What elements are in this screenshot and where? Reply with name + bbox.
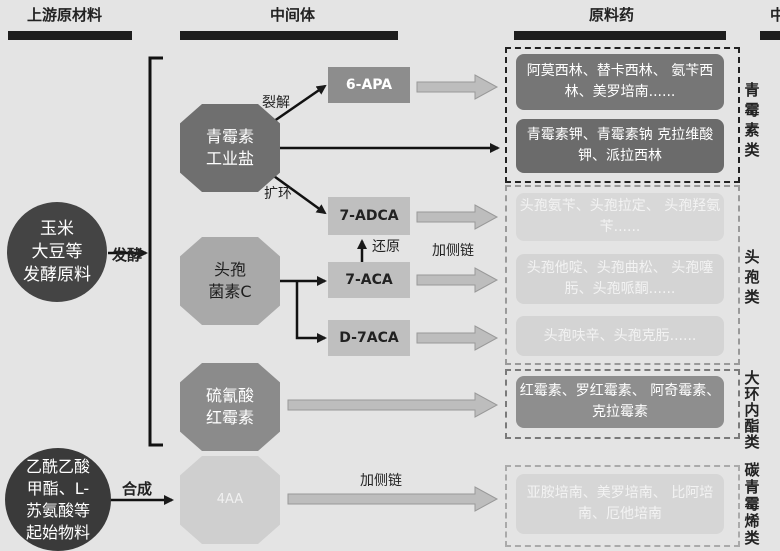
gray-flow-arrows <box>287 74 499 512</box>
flow-arrow-7adca <box>416 204 499 230</box>
penicillin-industrial-salt: 青霉素 工业盐 <box>180 104 280 192</box>
header-underline-upstream <box>8 31 132 40</box>
header-underline-cut <box>760 31 780 40</box>
api-cephalosporin-3: 头孢呋辛、头孢克肟...... <box>516 316 724 356</box>
header-underline-api <box>514 31 726 40</box>
fermentation-raw-material: 玉米 大豆等 发酵原料 <box>7 202 107 302</box>
header-upstream: 上游原材料 <box>27 6 103 24</box>
intermediate-d7aca: D-7ACA <box>328 320 410 356</box>
add-side-chain-label-1: 加侧链 <box>432 243 474 259</box>
erythromycin-thiocyanate: 硫氰酸 红霉素 <box>180 363 280 451</box>
api-cephalosporin-2: 头孢他啶、头孢曲松、 头孢噻肟、头孢哌酮...... <box>516 254 724 304</box>
category-penicillins: 青 霉 素 类 <box>744 81 760 159</box>
api-carbapenem: 亚胺培南、美罗培南、 比阿培南、厄他培南 <box>516 474 724 534</box>
flow-arrow-6apa <box>416 74 499 100</box>
penicillins-group <box>505 47 740 183</box>
api-cephalosporin-1: 头孢氨苄、头孢拉定、 头孢羟氨苄...... <box>516 193 724 241</box>
header-cut: 中 <box>770 6 780 24</box>
api-macrolide: 红霉素、罗红霉素、 阿奇霉素、克拉霉素 <box>516 376 724 428</box>
cracking-label: 裂解 <box>262 95 290 111</box>
ring-expansion-label: 扩环 <box>264 186 292 202</box>
flow-arrow-4aa <box>287 486 499 512</box>
flow-arrow-erythro <box>287 392 499 418</box>
cephalosporins-group <box>505 185 740 365</box>
carbapenems-group <box>505 465 740 547</box>
ceph-to-d7aca-arrow <box>295 281 327 343</box>
header-api: 原料药 <box>589 6 635 24</box>
fermentation-label: 发酵 <box>112 246 143 264</box>
intermediate-6apa: 6-APA <box>328 67 410 103</box>
add-side-chain-label-2: 加侧链 <box>360 473 402 489</box>
flow-arrow-7aca <box>416 267 499 293</box>
cephalosporin-c: 头孢 菌素C <box>180 237 280 325</box>
category-macrolides: 大 环 内 酯 类 <box>744 369 760 451</box>
category-carbapenems: 碳 青 霉 烯 类 <box>744 461 760 547</box>
macrolides-group <box>505 369 740 439</box>
intermediate-7adca: 7-ADCA <box>328 197 410 235</box>
reduction-label: 还原 <box>372 239 400 255</box>
api-penicillin-2: 青霉素钾、青霉素钠 克拉维酸钾、派拉西林 <box>516 119 724 173</box>
intermediate-bracket <box>148 56 163 447</box>
category-cephalosporins: 头 孢 类 <box>744 248 760 306</box>
synthesis-starting-material: 乙酰乙酸 甲酯、L- 苏氨酸等 起始物料 <box>5 448 111 551</box>
header-underline-intermediate <box>180 31 398 40</box>
intermediate-4aa: 4AA <box>180 456 280 544</box>
api-penicillin-1: 阿莫西林、替卡西林、 氨苄西林、美罗培南...... <box>516 54 724 110</box>
flow-arrow-d7aca <box>416 325 499 351</box>
intermediate-7aca: 7-ACA <box>328 262 410 298</box>
synthesis-label: 合成 <box>122 480 153 498</box>
header-intermediate: 中间体 <box>270 6 316 24</box>
